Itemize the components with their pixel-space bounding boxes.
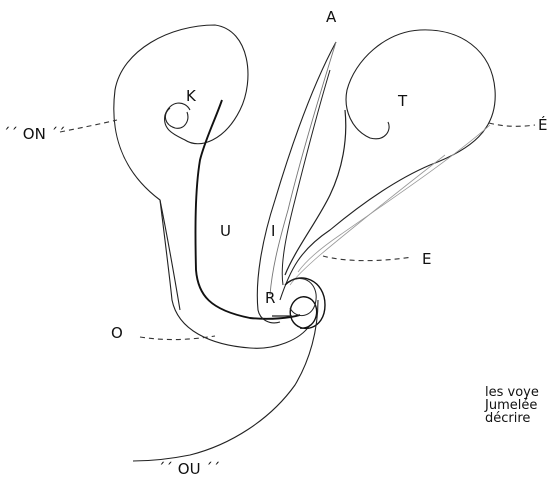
center-coil-2 <box>287 277 317 316</box>
center-coil <box>284 277 326 330</box>
label-e-acute: É <box>538 115 547 134</box>
label-u: U <box>220 222 231 240</box>
tail-to-ou <box>132 299 319 462</box>
caption-line-1: les voye <box>485 385 539 400</box>
center-stem-2 <box>269 41 337 296</box>
label-r: R <box>265 289 275 307</box>
left-inner-wall <box>194 99 301 320</box>
caption-line-2: Jumelée <box>485 398 538 413</box>
right-thin-line-1 <box>289 154 446 286</box>
label-a: A <box>326 8 337 26</box>
left-lobe-outer <box>113 24 249 311</box>
leader-on <box>59 119 118 133</box>
label-on: ´´ ON ´´ <box>3 125 66 143</box>
caption-line-3: décrire <box>485 411 531 426</box>
leader-e-acute <box>488 122 536 127</box>
label-o: O <box>111 324 123 342</box>
left-outer-contour <box>159 199 311 349</box>
center-stem-1 <box>256 41 337 324</box>
label-k: K <box>186 87 197 105</box>
label-e: E <box>422 250 431 268</box>
label-i: I <box>271 222 275 240</box>
label-t: T <box>397 92 408 110</box>
leader-o <box>139 335 216 341</box>
right-lobe-inner <box>284 109 347 276</box>
center-stem-3 <box>281 69 331 286</box>
right-thin-line-2 <box>297 124 491 273</box>
leader-e <box>322 255 413 262</box>
label-ou: ´´ OU ´´ <box>158 460 220 478</box>
right-lobe-outer <box>279 29 496 301</box>
left-lobe-hook <box>164 107 189 129</box>
caption-text: les voye Jumelée décrire <box>485 386 539 425</box>
